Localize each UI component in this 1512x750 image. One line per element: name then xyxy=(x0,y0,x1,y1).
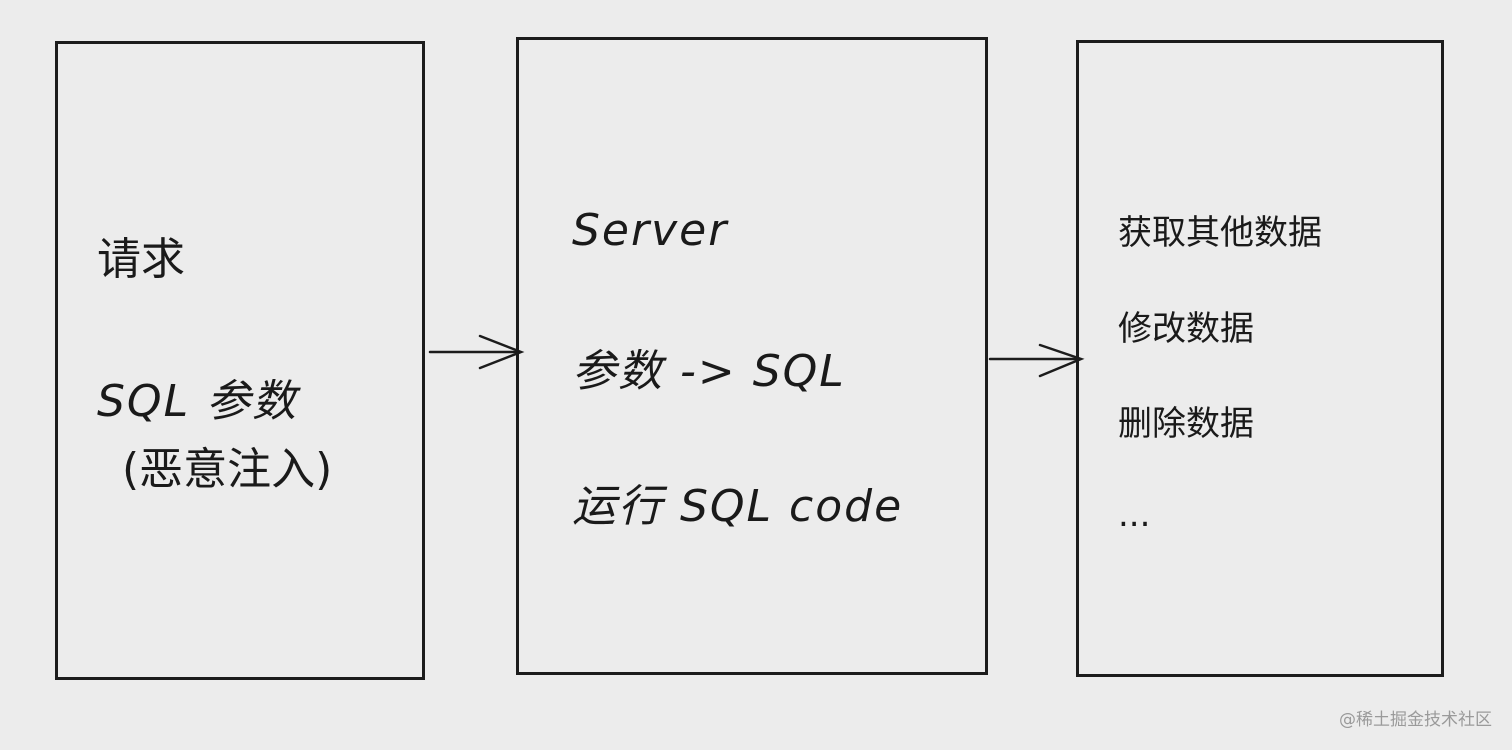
effect-item: 删除数据 xyxy=(1118,404,1254,444)
watermark: @稀土掘金技术社区 xyxy=(1339,710,1492,730)
effect-item-ellipsis: ... xyxy=(1118,495,1151,535)
server-title: Server xyxy=(572,205,729,256)
effects-box xyxy=(1076,40,1444,677)
request-sql-param: SQL 参数 xyxy=(97,376,299,427)
request-title: 请求 xyxy=(97,234,185,285)
server-run-sql: 运行 SQL code xyxy=(572,481,904,532)
effect-item: 获取其他数据 xyxy=(1118,213,1322,253)
server-param-to-sql: 参数 -> SQL xyxy=(572,346,846,397)
request-injection-note: (恶意注入) xyxy=(122,444,333,495)
effect-item: 修改数据 xyxy=(1118,309,1254,349)
arrow-request-to-server xyxy=(428,334,525,370)
arrow-server-to-effects xyxy=(988,343,1085,378)
request-box xyxy=(55,41,425,680)
